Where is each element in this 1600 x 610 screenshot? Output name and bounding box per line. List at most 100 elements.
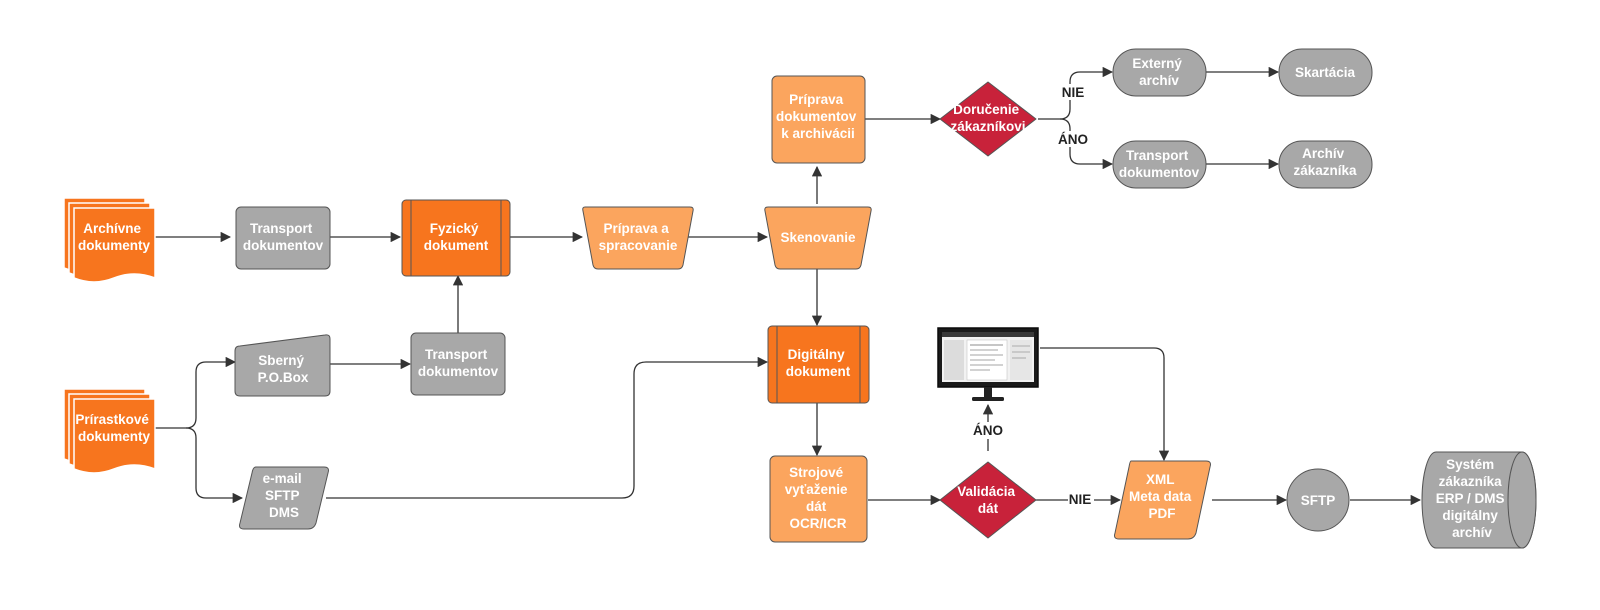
edge-labels: NIE ÁNO ÁNO NIE [972,84,1094,507]
node-priprava-spracovanie: Príprava a spracovanie [582,206,694,270]
email-line1: e-mail [263,471,302,486]
node-system-zakaznika: Systém zákazníka ERP / DMS digitálny arc… [1421,451,1537,549]
svg-text:Príprava a spracovanie: Príprava a spracovanie [599,221,678,253]
externy-line2: archív [1139,73,1179,88]
dorucenie-line2: zákazníkovi [950,119,1025,134]
node-transport-1: Transport dokumentov [235,206,331,270]
svg-text:Skartácia: Skartácia [1295,65,1356,80]
skenovanie-line1: Skenovanie [780,230,856,245]
system-line3: ERP / DMS [1436,491,1505,506]
node-skenovanie: Skenovanie [764,206,872,270]
svg-text:Prírastkové dokumenty: Prírastkové dokumenty [75,412,152,444]
xml-line2: Meta data [1129,489,1192,504]
archiv-zakaznika-line2: zákazníka [1293,163,1357,178]
svg-text:Validácia dát: Validácia dát [957,484,1019,516]
label-validacia-ano: ÁNO [973,423,1003,438]
svg-text:Strojové vyťaženie: Strojové vyťaženie dát OCR/ICR [785,465,852,531]
connectors [155,66,1422,506]
priprava-spracovanie-line2: spracovanie [599,238,678,253]
monitor-icon [937,327,1039,401]
email-line2: SFTP [265,488,299,503]
node-archiv-zakaznika: Archív zákazníka [1278,140,1373,189]
node-dorucenie-decision: Doručenie zákazníkovi [939,81,1037,157]
email-line3: DMS [269,505,299,520]
digitalny-line2: dokument [786,364,851,379]
label-validacia-nie: NIE [1069,492,1092,507]
edge-email-digitalny [326,356,769,499]
svg-text:Transport dokumentov: Transport dokumentov [243,221,324,253]
system-line1: Systém [1446,457,1494,472]
edge-prirastkove-email [185,427,244,504]
fyzicky-line2: dokument [424,238,489,253]
svg-text:Sberný P.O.Box: Sberný P.O.Box [258,353,309,385]
xml-line1: XML [1146,472,1174,487]
archivacia-line1: Príprava [789,92,844,107]
priprava-spracovanie-line1: Príprava a [603,221,669,236]
svg-text:Archív zákazníka: Archív zákazníka [1293,146,1357,178]
node-priprava-archivacia: Príprava dokumentov k archivácii [771,75,866,164]
sberny-line1: Sberný [258,353,304,368]
node-transport-3: Transport dokumentov [1112,140,1207,189]
strojove-line1: Strojové [789,465,844,480]
sftp-line1: SFTP [1301,493,1336,508]
svg-text:XML Meta data PDF: XML Meta data PDF [1129,472,1195,521]
strojove-line4: OCR/ICR [790,516,847,531]
label-dorucenie-ano: ÁNO [1058,132,1088,147]
validacia-line1: Validácia [957,484,1015,499]
node-validacia-decision: Validácia dát [939,461,1037,539]
node-fyzicky-dokument: Fyzický dokument [401,199,511,277]
transport3-line1: Transport [1126,148,1189,163]
system-line2: zákazníka [1439,474,1503,489]
svg-text:Systém zákazníka E: Systém zákazníka ERP / DMS digitálny arc… [1436,457,1509,540]
strojove-line3: dát [806,499,827,514]
svg-text:Transport dokumentov: Transport dokumentov [418,347,499,379]
edge-monitor-xml [1040,347,1170,462]
strojove-line2: vyťaženie [785,482,848,497]
svg-text:Externý archív: Externý archív [1132,56,1185,88]
skartacia-line1: Skartácia [1295,65,1356,80]
node-externy-archiv: Externý archív [1112,48,1207,97]
transport1-line2: dokumentov [243,238,324,253]
archivne-line2: dokumenty [78,238,151,253]
svg-text:Skenovanie: Skenovanie [780,230,856,245]
node-email-sftp-dms: e-mail SFTP DMS [239,466,329,530]
xml-line3: PDF [1149,506,1176,521]
transport2-line2: dokumentov [418,364,499,379]
system-line5: archív [1452,525,1492,540]
node-digitalny-dokument: Digitálny dokument [767,325,870,404]
node-skartacia: Skartácia [1278,48,1373,97]
svg-text:Fyzický dokument: Fyzický dokument [424,221,489,253]
edge-prirastkove-sberny [155,356,237,429]
node-prirastkove-dokumenty: Prírastkové dokumenty [63,388,156,474]
svg-text:Doručenie zákazníkovi: Doručenie zákazníkovi [950,102,1025,134]
label-dorucenie-nie: NIE [1062,85,1085,100]
node-sberny-pobox: Sberný P.O.Box [234,334,331,397]
node-strojove-vytazenie: Strojové vyťaženie dát OCR/ICR [769,455,868,543]
transport1-line1: Transport [250,221,313,236]
digitalny-line1: Digitálny [788,347,845,362]
svg-text:Príprava dokumentov: Príprava dokumentov k archivácii [776,92,860,141]
archivacia-line2: dokumentov [776,109,857,124]
node-sftp: SFTP [1286,468,1350,532]
validacia-line2: dát [978,501,999,516]
node-archivne-dokumenty: Archívne dokumenty [63,197,156,283]
svg-text:Digitálny dokument: Digitálny dokument [786,347,851,379]
edge-dorucenie-transport [1059,118,1114,170]
svg-text:SFTP: SFTP [1301,493,1336,508]
prirastkove-line2: dokumenty [78,429,151,444]
transport2-line1: Transport [425,347,488,362]
archivacia-line3: k archivácii [781,126,855,141]
externy-line1: Externý [1132,56,1182,71]
node-transport-2: Transport dokumentov [410,332,506,396]
svg-text:e-mail SFTP DMS: e-mail SFTP DMS [263,471,306,520]
svg-text:Transport dokumentov: Transport dokumentov [1119,148,1200,180]
sberny-line2: P.O.Box [258,370,309,385]
system-line4: digitálny [1442,508,1498,523]
svg-text:Archívne dokumenty: Archívne dokumenty [78,221,151,253]
archivne-line1: Archívne [83,221,141,236]
archiv-zakaznika-line1: Archív [1302,146,1345,161]
transport3-line2: dokumentov [1119,165,1200,180]
prirastkove-line1: Prírastkové [75,412,149,427]
node-xml-metadata-pdf: XML Meta data PDF [1114,460,1211,540]
